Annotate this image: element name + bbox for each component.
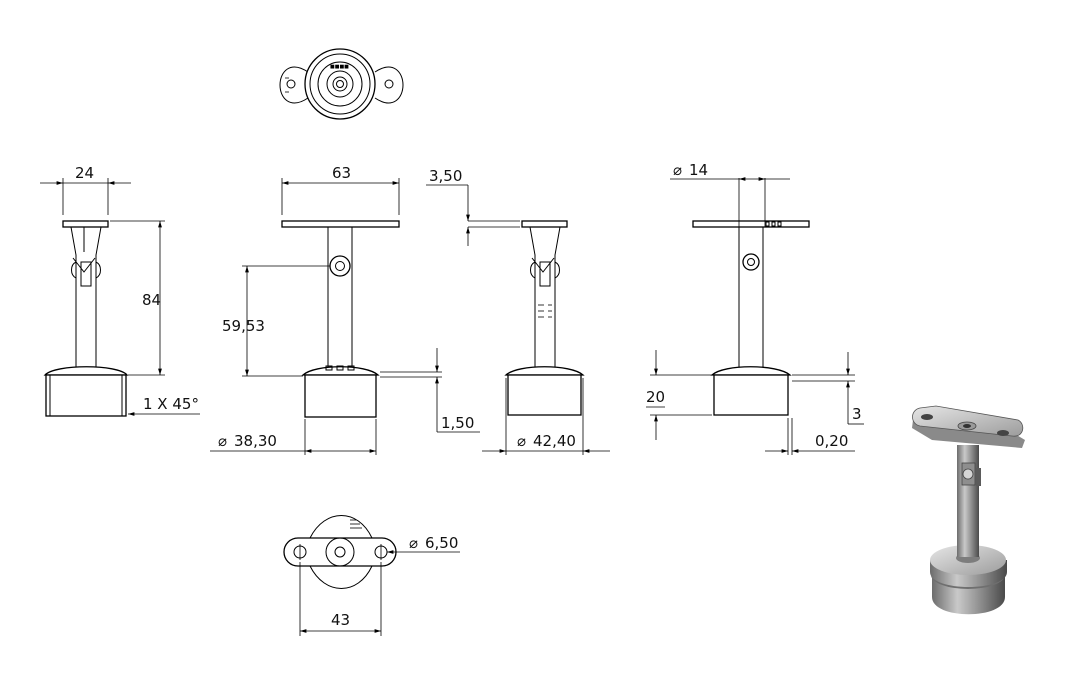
dim-pivot-height: 59,53 <box>222 317 265 335</box>
dim-plate-length: 63 <box>332 164 351 182</box>
dim-tube-dia: 14 <box>689 161 708 179</box>
dim-height: 84 <box>142 291 161 309</box>
top-view: ■■■■ <box>279 48 404 120</box>
svg-text:■■■■: ■■■■ <box>330 64 349 70</box>
symbol-diameter-hole: ⌀ <box>409 534 418 552</box>
dim-plate-thickness: 3,50 <box>429 167 462 185</box>
back-view: ⌀ 14 20 3 0,20 <box>646 161 864 455</box>
dim-gap: 0,20 <box>815 432 848 450</box>
symbol-diameter-base: ⌀ <box>218 432 227 450</box>
bottom-view: ⌀ 6,50 43 <box>283 515 460 636</box>
dim-width-top: 24 <box>75 164 94 182</box>
dim-hole-dia: 6,50 <box>425 534 458 552</box>
dim-cup-dia: 42,40 <box>533 432 576 450</box>
dim-cup-chamfer: 3 <box>852 405 862 423</box>
front-view: 63 59,53 ⌀ 38,30 1,50 <box>210 164 480 455</box>
dim-hole-spacing: 43 <box>331 611 350 629</box>
symbol-diameter-cup: ⌀ <box>517 432 526 450</box>
side-view-2: 3,50 ⌀ 42,40 <box>426 167 610 455</box>
dim-base-step: 1,50 <box>441 414 474 432</box>
dim-base-dia: 38,30 <box>234 432 277 450</box>
side-view-1: 24 84 1 X 45° <box>40 164 200 417</box>
symbol-diameter-tube: ⌀ <box>673 161 682 179</box>
dim-chamfer: 1 X 45° <box>143 395 199 413</box>
dim-cup-height: 20 <box>646 388 665 406</box>
isometric-render <box>912 405 1025 615</box>
